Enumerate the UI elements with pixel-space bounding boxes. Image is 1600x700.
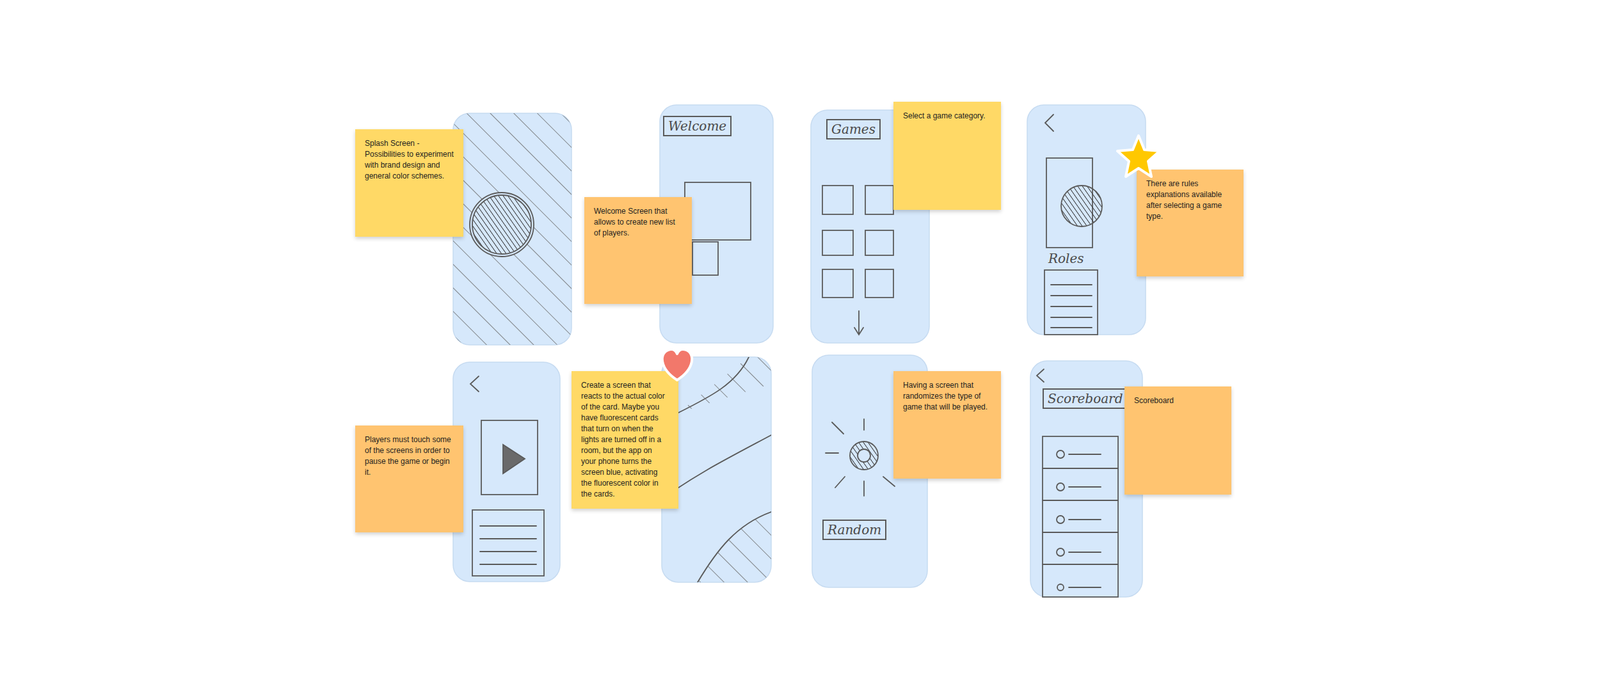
- sticky-note: Scoreboard: [1124, 386, 1232, 495]
- sticky-note: Splash Screen - Possibilities to experim…: [355, 129, 464, 237]
- sticky-note: Having a screen that randomizes the type…: [893, 371, 1001, 479]
- sticky-note: There are rules explanations available a…: [1136, 169, 1244, 277]
- note-text: Having a screen that randomizes the type…: [903, 380, 992, 413]
- sketch-title-box: Random: [822, 519, 887, 541]
- sticky-note: Players must touch some of the screens i…: [355, 425, 464, 533]
- sketch-title-box: Welcome: [663, 115, 732, 137]
- note-text: Create a screen that reacts to the actua…: [581, 380, 669, 500]
- sketch-title-box: Games: [826, 119, 881, 140]
- note-text: Welcome Screen that allows to create new…: [593, 206, 683, 239]
- note-text: There are rules explanations available a…: [1146, 178, 1234, 223]
- note-text: Scoreboard: [1134, 395, 1222, 407]
- note-text: Splash Screen - Possibilities to experim…: [364, 138, 454, 182]
- sketch-label: Games: [831, 121, 876, 137]
- sketch-label: Random: [827, 522, 882, 538]
- note-text: Players must touch some of the screens i…: [364, 434, 454, 479]
- note-text: Select a game category.: [903, 110, 992, 122]
- sketch-label: Welcome: [668, 118, 727, 134]
- sticky-note: Welcome Screen that allows to create new…: [584, 197, 692, 304]
- sketch-heading: Roles: [1048, 250, 1085, 267]
- sketch-label: Scoreboard: [1047, 391, 1123, 407]
- sticky-note: Create a screen that reacts to the actua…: [571, 371, 679, 509]
- sticky-note: Select a game category.: [893, 101, 1001, 210]
- sketch-title-box: Scoreboard: [1042, 388, 1128, 409]
